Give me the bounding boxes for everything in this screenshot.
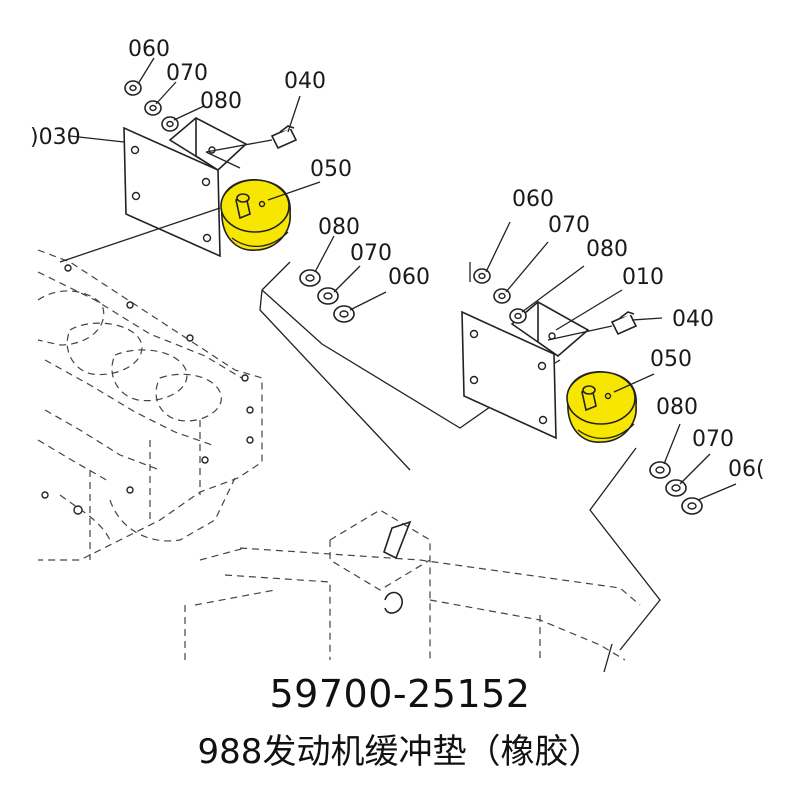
label-left-lower-060: 060: [388, 265, 430, 290]
label-left-070: 070: [166, 61, 208, 86]
label-right-040: 040: [672, 307, 714, 332]
label-right-010: 010: [622, 265, 664, 290]
label-right-070: 070: [548, 213, 590, 238]
label-left-030: )030: [30, 125, 81, 150]
engine-block: [37, 249, 263, 561]
label-left-050: 050: [310, 157, 352, 182]
part-description: 988发动机缓冲垫（橡胶）: [197, 732, 603, 772]
label-right-060: 060: [512, 187, 554, 212]
label-right-lower-070: 070: [692, 427, 734, 452]
left-mount-assembly: [59, 57, 561, 471]
label-left-080: 080: [200, 89, 242, 114]
label-right-lower-060: 06(: [728, 457, 765, 482]
left-rubber-mount: [220, 179, 291, 251]
label-right-080: 080: [586, 237, 628, 262]
right-rubber-mount: [566, 371, 637, 443]
part-number: 59700-25152: [269, 672, 531, 716]
label-left-060: 060: [128, 37, 170, 62]
label-left-040: 040: [284, 69, 326, 94]
label-right-050: 050: [650, 347, 692, 372]
part-labels: 060 070 080 040 )030 050 080 070 060 060…: [30, 37, 765, 482]
label-right-lower-080: 080: [656, 395, 698, 420]
label-left-lower-070: 070: [350, 241, 392, 266]
label-left-lower-080: 080: [318, 215, 360, 240]
frame-sketch: [184, 509, 641, 661]
right-mount-assembly: [461, 221, 737, 673]
